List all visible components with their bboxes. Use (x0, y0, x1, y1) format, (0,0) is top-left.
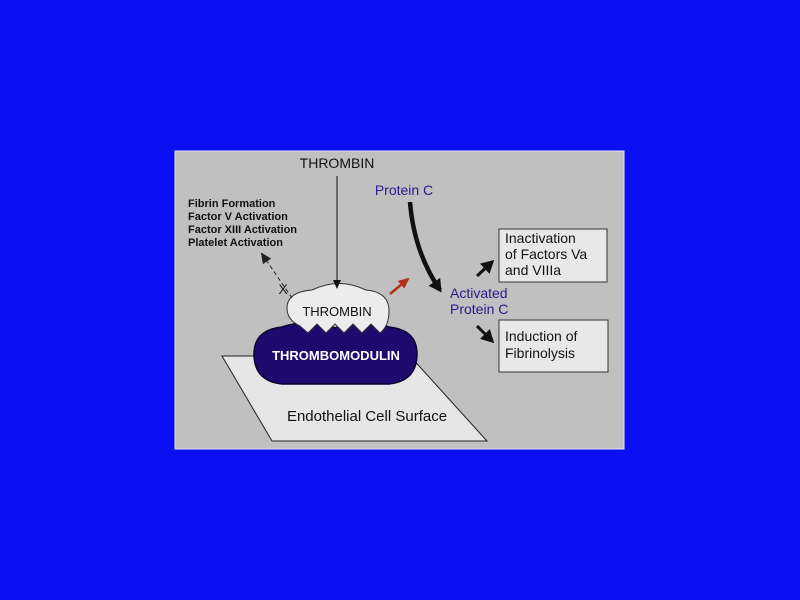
arrow-to-induction (475, 324, 495, 344)
effect-factor-xiii-activation: Factor XIII Activation (188, 224, 297, 236)
blocked-marker: X (278, 281, 288, 297)
effect-platelet-activation: Platelet Activation (188, 237, 283, 249)
bound-thrombin-label: THROMBIN (302, 304, 371, 319)
effect-factor-v-activation: Factor V Activation (188, 211, 288, 223)
activation-red-arrow (389, 277, 410, 295)
induction-box (498, 319, 609, 373)
bound-thrombin-shape (286, 283, 390, 334)
inactivation-line2: of Factors Va (505, 246, 587, 262)
protein-c-activation-arrow (407, 201, 442, 293)
induction-line1: Induction of (505, 328, 577, 344)
endothelial-surface-label: Endothelial Cell Surface (287, 408, 447, 425)
activated-protein-c-line1: Activated (450, 285, 508, 301)
inactivation-line3: and VIIIa (505, 262, 561, 278)
activated-protein-c-line2: Protein C (450, 301, 508, 317)
inactivation-line1: Inactivation (505, 230, 576, 246)
effect-fibrin-formation: Fibrin Formation (188, 198, 276, 210)
thrombomodulin-label: THROMBOMODULIN (272, 348, 400, 363)
induction-line2: Fibrinolysis (505, 345, 575, 361)
protein-c-label: Protein C (375, 182, 433, 198)
blocked-effects-arrow (260, 252, 293, 299)
thrombin-top-label: THROMBIN (300, 155, 375, 171)
arrow-to-inactivation (475, 259, 495, 278)
inactivation-box (498, 228, 608, 283)
thrombomodulin-shape (253, 322, 418, 385)
